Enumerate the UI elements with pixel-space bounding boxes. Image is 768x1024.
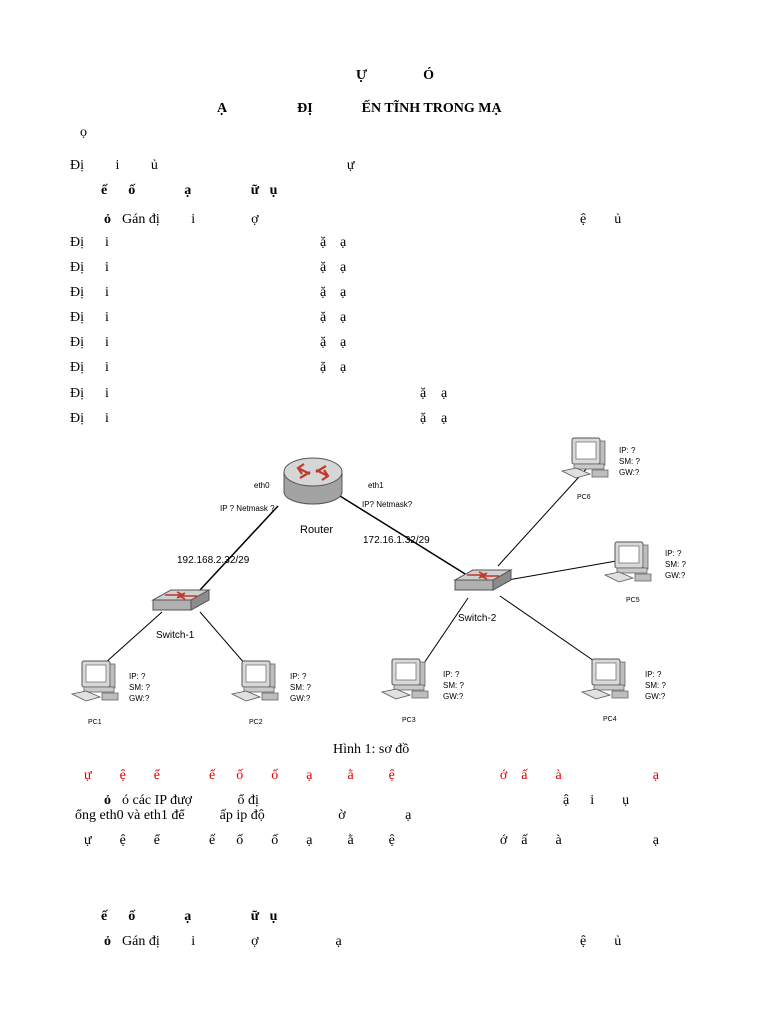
link-router-switch2 <box>339 495 471 578</box>
list-item: ặ <box>320 335 327 350</box>
list-item: i <box>105 235 109 250</box>
pc-gw: GW:? <box>443 692 464 701</box>
network-left-label: 192.168.2.32/29 <box>177 555 250 566</box>
text-line: ó các IP đượ ổ đị <box>122 793 259 808</box>
list-item: ặ <box>420 411 427 426</box>
router-label: Router <box>300 524 333 536</box>
pc-ip: IP: ? <box>645 670 662 679</box>
list-item: Đị <box>70 285 84 300</box>
list-item: ạ <box>340 310 347 325</box>
pc-sm: SM: ? <box>290 683 311 692</box>
switch1-label: Switch-1 <box>156 630 195 641</box>
link <box>499 595 611 673</box>
list-item: i <box>105 411 109 426</box>
eth1-label: eth1 <box>368 481 384 490</box>
link <box>507 559 623 581</box>
pc-sm: SM: ? <box>443 681 464 690</box>
text-line: ế ố ạ ữ ụ <box>101 183 278 198</box>
pc-icon <box>581 658 629 700</box>
pc-icon <box>561 437 609 479</box>
pc-label: PC1 <box>88 719 102 726</box>
text-line: Đị i ủ ự <box>70 158 355 173</box>
pc-gw: GW:? <box>619 468 640 477</box>
pc-ip: IP: ? <box>129 672 146 681</box>
eth1-config: IP? Netmask? <box>362 500 413 509</box>
pc-gw: GW:? <box>665 571 686 580</box>
title-line-2: Ạ ĐỊ ẾN TĨNH TRONG MẠ <box>217 101 502 116</box>
list-item: ạ <box>340 285 347 300</box>
text-line: ỏ <box>104 793 111 808</box>
pc-icon <box>71 660 119 702</box>
list-item: Đị <box>70 335 84 350</box>
list-item: Đị <box>70 235 84 250</box>
list-item: ặ <box>420 386 427 401</box>
pc-ip: IP: ? <box>665 549 682 558</box>
pc-ip: IP: ? <box>619 446 636 455</box>
text-line: ự ệ ể ế ố ố ạ ằ ệ ớ ấ à ạ <box>84 833 659 848</box>
list-item: ạ <box>340 360 347 375</box>
text-line: ế ố ạ ữ ụ <box>101 909 278 924</box>
subtitle: ọ <box>80 125 87 140</box>
switch2-label: Switch-2 <box>458 613 497 624</box>
list-item: Đị <box>70 260 84 275</box>
network-right-label: 172.16.1.32/29 <box>363 535 430 546</box>
eth0-label: eth0 <box>254 481 270 490</box>
list-item: i <box>105 285 109 300</box>
switch-icon <box>152 589 210 611</box>
pc-label: PC6 <box>577 494 591 501</box>
pc-icon <box>231 660 279 702</box>
pc-gw: GW:? <box>645 692 666 701</box>
text-line: ỏ <box>104 212 111 227</box>
task-line-red: ự ệ ể ế ố ố ạ ằ ệ ớ ấ à ạ <box>84 768 659 783</box>
pc-gw: GW:? <box>129 694 150 703</box>
pc-gw: GW:? <box>290 694 311 703</box>
list-item: ặ <box>320 260 327 275</box>
text-line: Gán đị i ợ <box>122 212 259 227</box>
text-line: ệ ủ <box>580 934 622 949</box>
pc-label: PC4 <box>603 716 617 723</box>
figure-caption: Hình 1: sơ đồ <box>333 742 410 757</box>
title-line-1: Ự Ó <box>356 68 435 83</box>
pc-label: PC2 <box>249 719 263 726</box>
list-item: ặ <box>320 360 327 375</box>
pc-sm: SM: ? <box>645 681 666 690</box>
pc-label: PC3 <box>402 717 416 724</box>
link <box>497 466 589 567</box>
pc-ip: IP: ? <box>290 672 307 681</box>
text-line: ỏ <box>104 934 111 949</box>
link-router-switch1 <box>199 505 279 591</box>
list-item: i <box>105 386 109 401</box>
pc-icon <box>381 658 429 700</box>
list-item: Đị <box>70 386 84 401</box>
list-item: ặ <box>320 310 327 325</box>
list-item: ạ <box>441 386 448 401</box>
pc-sm: SM: ? <box>129 683 150 692</box>
list-item: Đị <box>70 411 84 426</box>
list-item: ạ <box>340 260 347 275</box>
pc-ip: IP: ? <box>443 670 460 679</box>
list-item: i <box>105 360 109 375</box>
pc-sm: SM: ? <box>665 560 686 569</box>
link <box>417 597 469 673</box>
text-line: ậ i ụ <box>563 793 630 808</box>
list-item: ặ <box>320 285 327 300</box>
list-item: i <box>105 260 109 275</box>
eth0-config: IP ? Netmask ? <box>220 504 275 513</box>
list-item: i <box>105 335 109 350</box>
text-line: ổng eth0 và eth1 để ấp ip độ ờ ạ <box>75 808 412 823</box>
list-item: i <box>105 310 109 325</box>
list-item: Đị <box>70 360 84 375</box>
pc-label: PC5 <box>626 597 640 604</box>
list-item: ạ <box>441 411 448 426</box>
list-item: ạ <box>340 235 347 250</box>
text-line: Gán đị i ợ ạ <box>122 934 342 949</box>
list-item: Đị <box>70 310 84 325</box>
router-icon <box>283 457 343 505</box>
list-item: ạ <box>340 335 347 350</box>
list-item: ặ <box>320 235 327 250</box>
pc-sm: SM: ? <box>619 457 640 466</box>
text-line: ệ ủ <box>580 212 622 227</box>
